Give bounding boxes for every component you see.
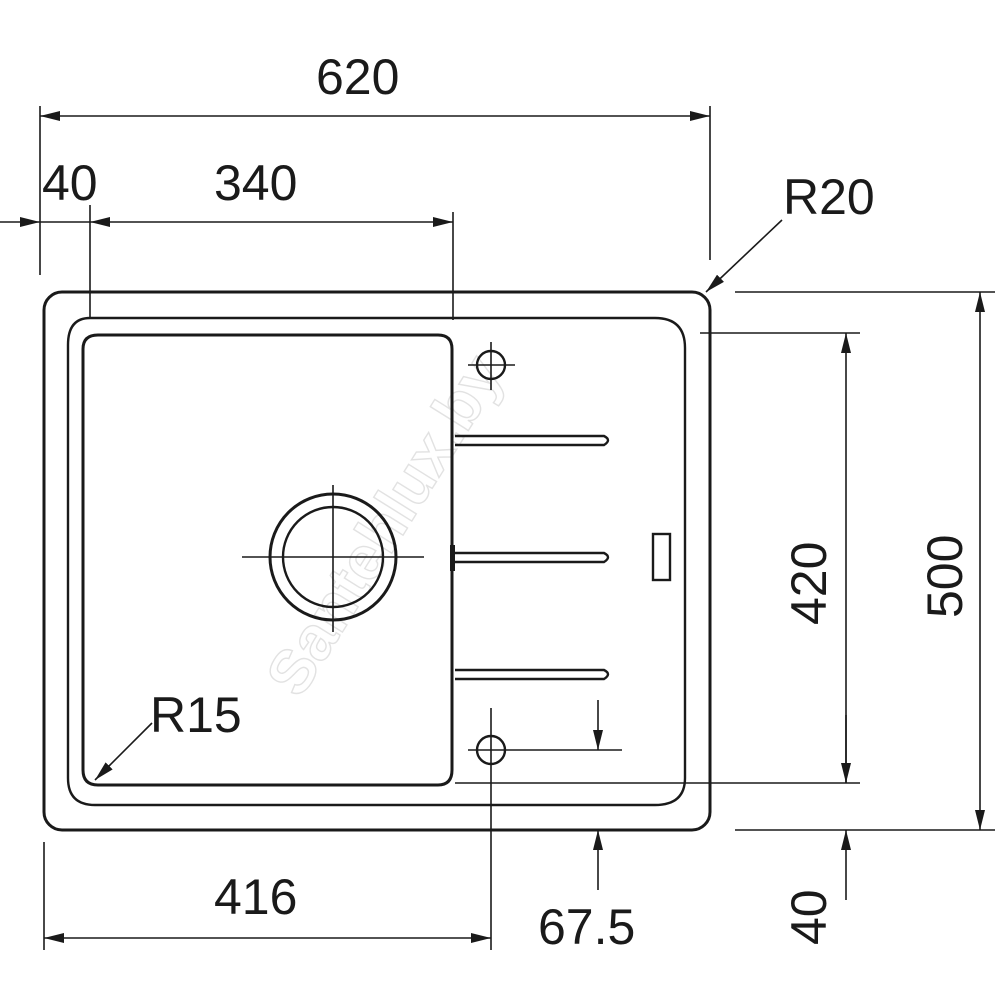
dimension-left-offset-label: 40	[42, 155, 98, 211]
dimension-bowl-radius-label: R15	[150, 687, 242, 743]
drainer-ribs	[455, 434, 672, 681]
dimension-tap-hole-position: 416	[43, 842, 491, 950]
drainer-rib-middle	[455, 551, 610, 564]
dimension-bowl-width-label: 340	[214, 155, 297, 211]
tap-holes	[468, 342, 622, 950]
dimension-total-height: 500	[735, 291, 995, 831]
dimension-bowl-height: 420	[455, 332, 860, 784]
sink-inner-rim	[66, 316, 687, 807]
drainer-rib-bottom	[455, 668, 610, 681]
dimension-bowl-radius: R15	[94, 687, 242, 781]
drainer-rib-top	[455, 434, 610, 447]
drainer-overflow-slot	[651, 532, 672, 582]
dimension-total-width-label: 620	[316, 49, 399, 105]
bowl-overflow-mark	[450, 545, 455, 571]
dimension-outer-radius: R20	[705, 169, 875, 293]
dimension-total-height-label: 500	[917, 535, 973, 618]
dimension-front-offset-label: 40	[781, 889, 837, 945]
dimension-front-offset: 40	[781, 715, 851, 945]
dimension-total-width: 620	[39, 49, 711, 275]
sink-outer-edge	[42, 290, 712, 832]
dimension-bowl-height-label: 420	[781, 542, 837, 625]
sink-outline	[42, 290, 712, 832]
bowl	[81, 333, 455, 787]
dimension-bowl-width: 40 340	[0, 155, 454, 320]
bowl-outline	[81, 333, 454, 787]
dimension-tap-hole-offset: 67.5	[538, 700, 635, 955]
dimension-tap-hole-offset-label: 67.5	[538, 899, 635, 955]
dimension-tap-hole-position-label: 416	[214, 869, 297, 925]
dimension-outer-radius-label: R20	[783, 169, 875, 225]
